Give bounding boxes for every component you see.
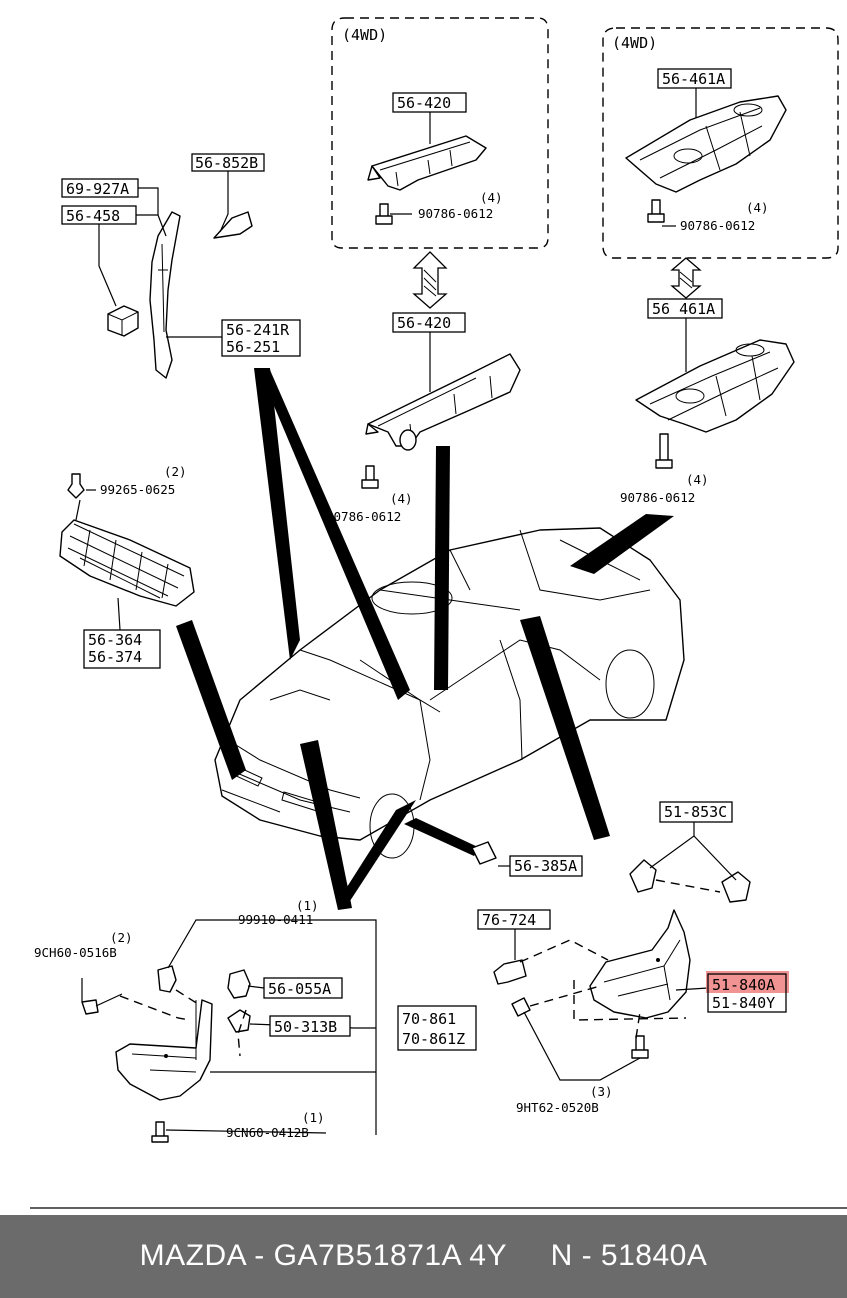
- callout-text-56-251: 56-251: [226, 338, 280, 356]
- bolt-4wd-right: [647, 199, 665, 223]
- callout-text-56-241R: 56-241R: [226, 321, 290, 339]
- bolt-9HT62-b: [631, 1035, 649, 1059]
- clip-51-853C-a: [629, 859, 657, 893]
- callout-text-56-420: 56-420: [397, 314, 451, 332]
- part-number-99910: 99910-0411: [238, 912, 313, 927]
- callout-56-055A: 56-055A: [263, 977, 343, 999]
- callout-text-56-420-4wd: 56-420: [397, 94, 451, 112]
- bolt-9HT62-a: [511, 997, 531, 1017]
- callout-text-51-853C: 51-853C: [664, 803, 727, 821]
- qty-99265: (2): [164, 464, 187, 479]
- callout-56-458: 56-458: [61, 205, 137, 225]
- bolt-4wd-left: [375, 203, 393, 225]
- callout-70-861: 70-861 70-861Z: [397, 1005, 477, 1051]
- qty-9CN60: (1): [302, 1110, 325, 1125]
- qty-9HT62: (3): [590, 1084, 613, 1099]
- qty-9CH60: (2): [110, 930, 133, 945]
- callout-50-313B: 50-313B: [269, 1015, 351, 1037]
- bolt-mid-right: [655, 433, 673, 469]
- screw-99265: [67, 473, 85, 499]
- callout-51-853C: 51-853C: [659, 801, 733, 823]
- callout-56-385A: 56-385A: [509, 855, 583, 877]
- heat-shield-56-461A-4wd: [625, 95, 787, 193]
- grille-56-364: [59, 519, 195, 607]
- part-number-90786-mid-left: 90786-0612: [326, 509, 401, 524]
- swap-arrow-right: [670, 257, 702, 299]
- clip-56-852B: [213, 211, 253, 239]
- callout-51-840A: 51-840A 51-840Y: [706, 971, 789, 1013]
- clip-51-853C-b: [721, 871, 751, 903]
- callout-text-51-840A: 51-840A: [712, 976, 775, 994]
- callout-text-76-724: 76-724: [482, 911, 536, 929]
- nut-56-055A: [227, 969, 251, 999]
- leader-wedges: [176, 368, 674, 910]
- callout-56-364: 56-364 56-374: [83, 629, 161, 669]
- callout-text-69-927A: 69-927A: [66, 180, 129, 198]
- mudflap-left: [115, 999, 213, 1101]
- car-body: [214, 527, 685, 859]
- clip-76-724: [493, 959, 527, 985]
- heat-shield-56-461A: [635, 339, 795, 433]
- group-4wd-left: (4WD): [331, 17, 549, 249]
- mudflap-right: [589, 909, 691, 1019]
- part-number-9HT62: 9HT62-0520B: [516, 1100, 599, 1115]
- qty-mid-left: (4): [390, 491, 413, 506]
- group-4wd-label-right: (4WD): [612, 34, 657, 52]
- callout-text-56-385A: 56-385A: [514, 857, 577, 875]
- part-number-90786-4wd-right: 90786-0612: [680, 218, 755, 233]
- bracket-56-241R: [149, 211, 181, 379]
- part-number-9CN60: 9CN60-0412B: [226, 1125, 309, 1140]
- callout-text-56-461A-4wd: 56-461A: [662, 70, 725, 88]
- callout-69-927A: 69-927A: [61, 178, 139, 198]
- callout-text-56-461A: 56 461A: [652, 300, 715, 318]
- mounting-guide-left: [119, 989, 247, 1057]
- callout-text-56-852B: 56-852B: [195, 154, 258, 172]
- callout-text-51-840Y: 51-840Y: [712, 994, 775, 1012]
- exploded-parts-diagram: (4WD) (4WD): [30, 17, 847, 1209]
- callout-text-56-458: 56-458: [66, 207, 120, 225]
- callout-56-461A: 56 461A: [647, 298, 723, 319]
- bolt-mid-left: [361, 465, 379, 489]
- clip-50-313B: [227, 1009, 251, 1033]
- part-number-9CH60: 9CH60-0516B: [34, 945, 117, 960]
- qty-99910: (1): [296, 898, 319, 913]
- highlight-51-840A: [706, 971, 789, 993]
- part-number-90786-mid-right: 90786-0612: [620, 490, 695, 505]
- callout-56-461A-4wd: 56-461A: [657, 68, 732, 89]
- leader-lines: [75, 88, 737, 1135]
- part-number-90786-4wd-left: 90786-0612: [418, 206, 493, 221]
- clip-99910: [157, 965, 177, 993]
- bracket-56-420: [365, 353, 521, 451]
- callout-text-50-313B: 50-313B: [274, 1018, 337, 1036]
- screw-9CH60: [81, 993, 123, 1015]
- part-number-99265: 99265-0625: [100, 482, 175, 497]
- callout-text-56-364: 56-364: [88, 631, 142, 649]
- block-56-458: [107, 305, 139, 337]
- callout-56-852B: 56-852B: [191, 153, 265, 172]
- callout-56-241R: 56-241R 56-251: [221, 319, 301, 357]
- callout-56-420: 56-420: [392, 312, 466, 333]
- callout-56-420-4wd: 56-420: [392, 92, 467, 113]
- qty-4wd-left: (4): [480, 190, 503, 205]
- callout-text-56-055A: 56-055A: [268, 980, 331, 998]
- mounting-guide-right: [519, 879, 721, 1039]
- footer-bar: MAZDA - GA7B51871A 4Y N - 51840A: [0, 1215, 847, 1298]
- swap-arrow-left: [412, 251, 448, 309]
- label-plate-56-385A: [471, 841, 497, 865]
- qty-mid-right: (4): [686, 472, 709, 487]
- qty-4wd-right: (4): [746, 200, 769, 215]
- callout-76-724: 76-724: [477, 909, 551, 930]
- group-4wd-right: (4WD): [602, 27, 839, 259]
- bracket-56-420-4wd: [367, 135, 487, 191]
- footer-part-reference: MAZDA - GA7B51871A 4Y N - 51840A: [139, 1239, 708, 1272]
- screw-9CN60: [151, 1121, 169, 1143]
- callout-text-70-861: 70-861: [402, 1010, 456, 1028]
- group-4wd-label-left: (4WD): [342, 26, 387, 44]
- callout-text-70-861Z: 70-861Z: [402, 1030, 465, 1048]
- callout-text-56-374: 56-374: [88, 648, 142, 666]
